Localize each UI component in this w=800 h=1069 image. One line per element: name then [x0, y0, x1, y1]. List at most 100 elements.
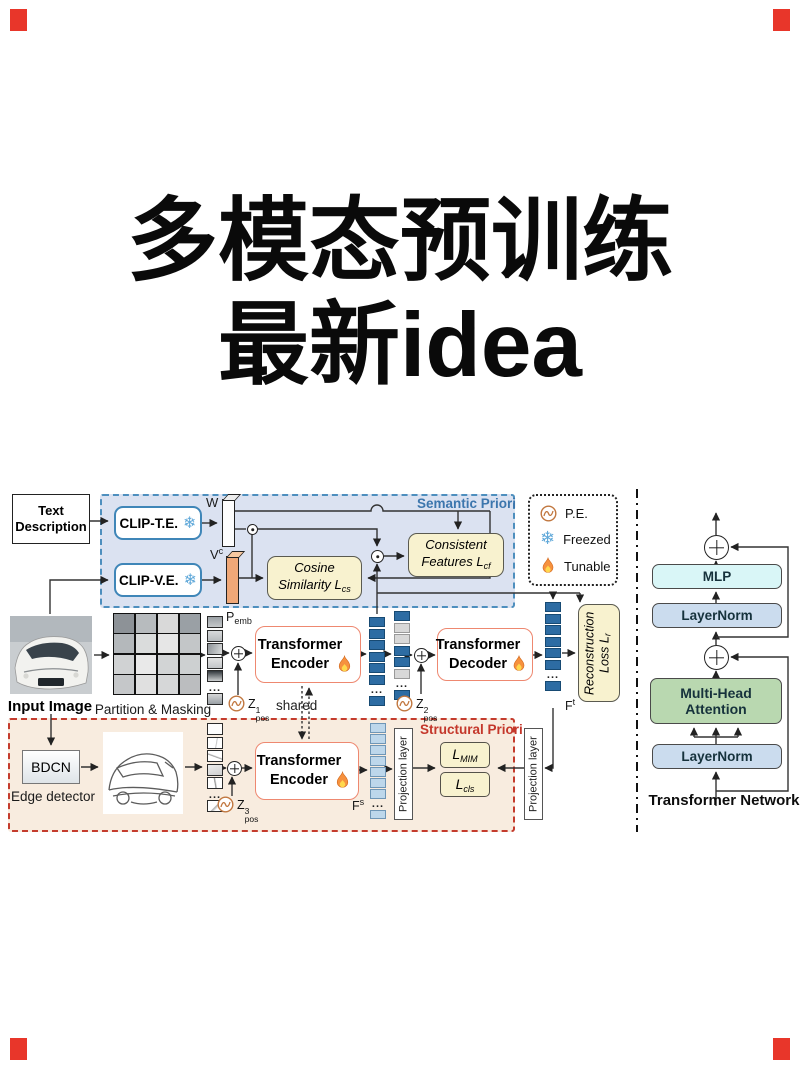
w-embedding-label: W [206, 495, 219, 510]
projection-layer-box: Projection layer [524, 728, 543, 820]
text-description-line2: Description [15, 519, 87, 534]
consistent-line2: Features Lcf [421, 553, 490, 575]
l-mim-sub: MIM [460, 754, 478, 764]
l-cls-base: L [455, 775, 464, 792]
recon-sub: r [602, 633, 613, 637]
token-square [545, 625, 561, 635]
snowflake-icon: ❄ [540, 528, 556, 550]
ellipsis: ... [370, 684, 384, 696]
semantic-priori-label: Semantic Priori [417, 496, 517, 511]
f-base: F [352, 799, 360, 813]
text-embedding-bar [222, 499, 235, 547]
token-square [394, 634, 410, 644]
plus-circle-icon [704, 535, 729, 560]
encoder-line2: Encoder [270, 655, 329, 672]
token-square [394, 645, 410, 656]
legend-item-freezed: ❄ Freezed [540, 528, 611, 550]
token-square [370, 734, 386, 744]
partition-masking-label: Partition & Masking [94, 702, 212, 717]
legend-pe-label: P.E. [565, 505, 588, 521]
flame-icon [336, 771, 349, 788]
plus-circle-icon [227, 761, 242, 776]
decoder-line1: Transformer [435, 636, 521, 653]
token-square [369, 651, 385, 662]
token-square [545, 636, 561, 647]
reconstruction-loss-box: Reconstruction Loss Lr [578, 604, 620, 702]
token-square [545, 602, 561, 612]
token-square [394, 622, 410, 633]
z-sub: pos [423, 713, 438, 723]
l-cls-text: Lcls [456, 776, 475, 794]
decoder-line2: Decoder [448, 655, 508, 672]
z-base: Z [248, 697, 256, 711]
legend-item-tunable: Tunable [540, 557, 611, 575]
input-image-label: Input Image [7, 698, 93, 715]
flame-icon [542, 557, 554, 573]
token-square [369, 663, 385, 673]
l-mim-base: L [452, 746, 461, 762]
decoder-output-tokens: ... [545, 602, 561, 691]
token-square [370, 745, 386, 755]
projection-layer-box: Projection layer [394, 728, 413, 820]
f-s-sup: s [359, 797, 365, 807]
consistent-sub: cf [483, 560, 491, 571]
token-square [394, 657, 410, 667]
l-mim-text: LMIM [452, 746, 477, 764]
z3-sup: 3 [244, 806, 250, 816]
p-emb-label: Pemb [226, 610, 252, 626]
z-sub: pos [244, 814, 259, 824]
snowflake-icon: ❄ [183, 570, 197, 589]
text-description-line1: Text [38, 503, 64, 518]
plus-circle-icon [414, 648, 429, 663]
transformer-encoder-box: Transformer Encoder [255, 626, 361, 683]
encoder-line1: Transformer [256, 753, 342, 769]
token-square [369, 628, 385, 639]
corner-mark-bottom-right [773, 1038, 790, 1060]
mlp-box: MLP [652, 564, 782, 589]
ellipsis: ... [395, 678, 409, 690]
consistent-line1: Consistent [425, 536, 487, 552]
token-square [370, 789, 386, 799]
consistent-line2-text: Features L [421, 553, 484, 569]
p-base: P [226, 610, 235, 624]
cls-loss-box: Lcls [440, 772, 490, 797]
structural-token-column: ... [370, 723, 386, 819]
token-square [369, 674, 385, 685]
cosine-line2-text: Similarity L [278, 576, 342, 592]
partition-masking-grid [113, 613, 201, 695]
title-line-2: 最新idea [217, 295, 583, 396]
z1-sup: 1 [255, 705, 261, 715]
token-square [545, 613, 561, 624]
z-sub: pos [255, 713, 270, 723]
flame-icon [513, 655, 525, 671]
transformer-network-label: Transformer Network [648, 792, 800, 809]
positional-encoding-icon [217, 796, 234, 813]
transformer-decoder-box: Transformer Decoder [435, 628, 533, 681]
layernorm-box: LayerNorm [652, 603, 782, 628]
plus-circle-icon [704, 645, 729, 670]
encoder-output-tokens: ... [369, 617, 385, 706]
vc-sup: c [218, 546, 224, 556]
masked-token-column: ... [394, 611, 410, 700]
positional-encoding-icon [540, 505, 557, 522]
cosine-sub: cs [341, 583, 351, 594]
f-t-sup: t [572, 697, 576, 707]
token-square [370, 809, 386, 819]
clip-visual-encoder-box: CLIP-V.E. ❄ [114, 563, 202, 597]
corner-mark-top-left [10, 9, 27, 31]
edge-map-sketch [103, 732, 183, 814]
token-square [545, 659, 561, 670]
legend-freezed-label: Freezed [563, 531, 611, 547]
shared-label: shared [276, 698, 318, 713]
legend-item-pe: P.E. [540, 505, 588, 522]
token-square [370, 767, 386, 777]
token-square [369, 617, 385, 627]
cosine-line1: Cosine [294, 559, 335, 575]
f-s-label: Fs [352, 797, 364, 813]
flame-icon [338, 655, 351, 672]
vc-base: V [210, 547, 219, 562]
cosine-similarity-loss-box: Cosine Similarity Lcs [267, 556, 362, 600]
vc-embedding-label: Vc [210, 546, 223, 562]
token-square [369, 640, 385, 650]
